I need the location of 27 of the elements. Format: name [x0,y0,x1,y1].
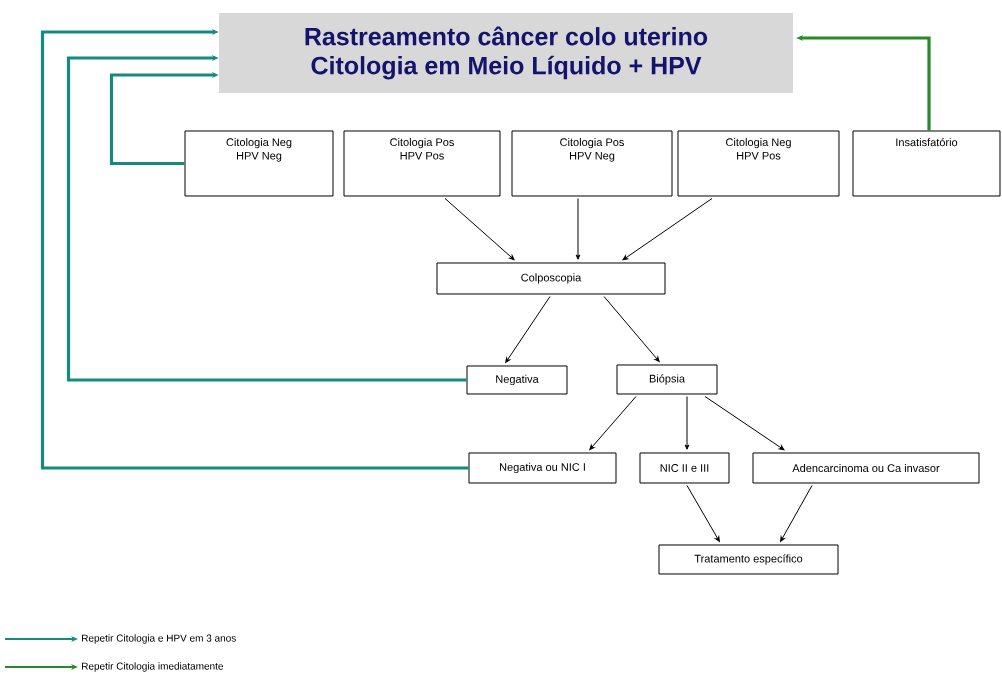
arrow [444,198,515,261]
title-box: Rastreamento câncer colo uterino Citologia em Meio Líquido + HPV [219,13,793,93]
arrow [589,396,637,451]
arrow [40,28,469,470]
process-box: Negativa ou NIC I [468,452,617,484]
arrow [622,198,713,261]
process-box: Colposcopia [436,262,666,295]
result-box: Citologia Pos HPV Neg [511,130,673,197]
result-box: Citologia Pos HPV Pos [343,130,501,197]
process-box: NIC II e III [639,452,730,484]
process-box: Adencarcinoma ou Ca invasor [752,452,980,484]
arrow [684,396,690,450]
arrow [603,296,660,363]
arrow [505,296,551,363]
legend-text: Repetir Citologia imediatamente [82,662,223,672]
arrow [66,54,467,382]
result-box: Citologia Neg HPV Neg [184,130,334,197]
arrow [575,198,581,260]
process-box: Tratamento específico [658,544,839,575]
arrow [704,396,785,451]
arrow [686,485,720,542]
process-box: Biópsia [616,364,718,395]
result-box: Citologia Neg HPV Pos [677,130,840,197]
arrow [780,485,813,542]
result-box: Insatisfatório [852,130,1001,197]
process-box: Negativa [466,365,568,395]
legend-text: Repetir Citologia e HPV em 3 anos [82,634,236,644]
